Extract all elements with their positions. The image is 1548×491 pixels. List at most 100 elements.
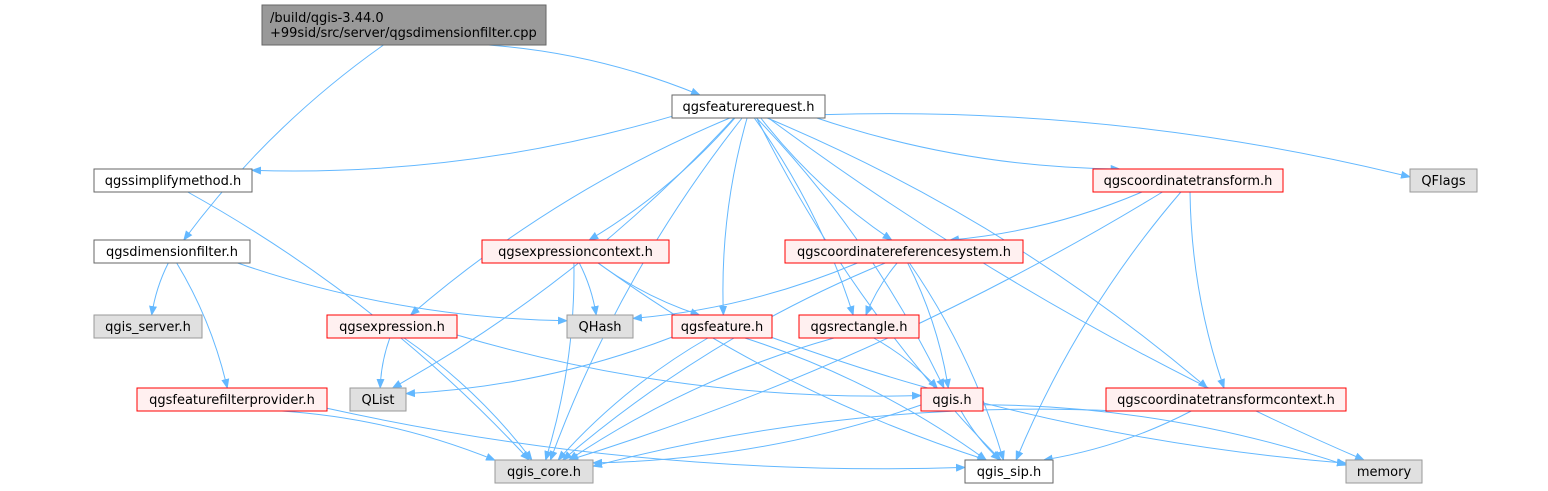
node-box [349, 387, 407, 412]
edge-expression-to-qlist [376, 337, 391, 389]
node-simplifymethod[interactable]: qgssimplifymethod.h [93, 168, 253, 193]
node-dimensionfilter[interactable]: qgsdimensionfilter.h [93, 239, 251, 264]
edge-qgis-to-qgis_core [592, 404, 922, 467]
node-label: qgscoordinatetransformcontext.h [1117, 393, 1335, 408]
node-feature[interactable]: qgsfeature.h [671, 314, 773, 339]
node-qflags[interactable]: QFlags [1409, 168, 1478, 193]
edge-crs-to-qhash [632, 262, 858, 322]
node-memory[interactable]: memory [1345, 459, 1423, 484]
edge-coordtransformcontext-to-qgis_sip [1042, 410, 1192, 463]
node-label: /build/qgis-3.44.0 [270, 11, 384, 26]
node-label: qgsdimensionfilter.h [106, 245, 238, 260]
node-label: qgsexpressioncontext.h [498, 245, 653, 260]
edge-dimensionfilter-to-qgis_server [149, 262, 169, 316]
edge-featurerequest-to-exprcontext [588, 117, 736, 241]
node-box [1345, 459, 1423, 484]
node-layer: /build/qgis-3.44.0+99sid/src/server/qgsd… [93, 4, 1478, 484]
edge-feature-to-memory [771, 337, 1347, 467]
node-box [1092, 168, 1284, 193]
edge-featurefilterprovider-to-qgis_core [281, 410, 496, 461]
node-qgis_core[interactable]: qgis_core.h [494, 459, 594, 484]
node-box [481, 239, 670, 264]
edge-coordtransform-to-coordtransformcontext [1189, 191, 1225, 389]
edge-feature-to-qgis_core [557, 337, 709, 461]
edge-qgis-to-memory [982, 404, 1347, 467]
edge-dimensionfilter-to-featurefilterprovider [176, 262, 230, 389]
node-box [566, 314, 634, 339]
node-label: qgsfeaturefilterprovider.h [149, 393, 315, 408]
node-root[interactable]: /build/qgis-3.44.0+99sid/src/server/qgsd… [261, 4, 547, 46]
edge-crs-to-rectangle [865, 262, 898, 316]
edge-featurefilterprovider-to-qgis_sip [326, 407, 966, 472]
node-label: QFlags [1421, 174, 1466, 189]
node-label: QHash [579, 320, 622, 335]
node-label: qgsrectangle.h [810, 320, 907, 335]
node-label: QList [362, 393, 395, 408]
node-label: qgscoordinatereferencesystem.h [797, 245, 1011, 260]
edge-crs-to-qgis [907, 262, 951, 389]
node-box [1409, 168, 1478, 193]
node-label: qgscoordinatetransform.h [1104, 174, 1273, 189]
node-box [326, 314, 458, 339]
edge-exprcontext-to-qgis_core [544, 262, 575, 461]
edge-coordtransform-to-qgis_sip [1015, 191, 1182, 461]
node-box [784, 239, 1024, 264]
node-label: qgsfeature.h [681, 320, 764, 335]
edge-crs-to-qgis_core [562, 262, 886, 461]
node-label: qgis_sip.h [977, 465, 1041, 480]
node-label: qgsfeaturerequest.h [683, 100, 815, 115]
edge-crs-to-qgis_sip [909, 262, 1005, 461]
node-box [93, 168, 253, 193]
edge-coordtransform-to-qgis_core [568, 191, 1163, 462]
node-box [1105, 387, 1347, 412]
node-featurerequest[interactable]: qgsfeaturerequest.h [671, 94, 826, 119]
node-box [964, 459, 1054, 484]
node-qgis_sip[interactable]: qgis_sip.h [964, 459, 1054, 484]
node-exprcontext[interactable]: qgsexpressioncontext.h [481, 239, 670, 264]
node-box [920, 387, 984, 412]
node-label: qgis_server.h [105, 320, 191, 335]
node-box [93, 239, 251, 264]
node-box [494, 459, 594, 484]
node-box [671, 314, 773, 339]
node-label: +99sid/src/server/qgsdimensionfilter.cpp [270, 26, 537, 41]
node-label: qgis_core.h [507, 465, 581, 480]
node-box [671, 94, 826, 119]
edge-feature-to-qgis_sip [744, 337, 988, 461]
edge-simplifymethod-to-qgis_core [187, 191, 530, 461]
node-qlist[interactable]: QList [349, 387, 407, 412]
edge-rectangle-to-qgis_core [568, 337, 835, 461]
edge-qgis-to-qgis_sip [960, 410, 1001, 461]
edge-root-to-dimensionfilter [183, 44, 384, 241]
edge-feature-to-qlist [405, 336, 673, 398]
node-label: qgis.h [932, 393, 971, 408]
edge-rectangle-to-qgis [873, 337, 938, 389]
node-qgis_server[interactable]: qgis_server.h [93, 314, 203, 339]
node-label: memory [1357, 465, 1412, 480]
node-coordtransform[interactable]: qgscoordinatetransform.h [1092, 168, 1284, 193]
edge-dimensionfilter-to-qhash [237, 262, 568, 325]
node-box [261, 4, 547, 46]
node-box [798, 314, 920, 339]
edge-root-to-featurerequest [488, 44, 701, 96]
edge-featurerequest-to-qflags [824, 113, 1411, 179]
edge-exprcontext-to-qhash [578, 262, 599, 316]
edge-featurerequest-to-rectangle [753, 117, 855, 316]
node-crs[interactable]: qgscoordinatereferencesystem.h [784, 239, 1024, 264]
edge-expression-to-qgis [456, 334, 922, 400]
node-box [136, 387, 328, 412]
node-coordtransformcontext[interactable]: qgscoordinatetransformcontext.h [1105, 387, 1347, 412]
edge-coordtransform-to-crs [949, 191, 1143, 244]
node-rectangle[interactable]: qgsrectangle.h [798, 314, 920, 339]
edge-featurerequest-to-expression [409, 117, 731, 316]
edge-coordtransformcontext-to-qgis_core [592, 408, 1118, 468]
edge-layer [149, 44, 1411, 472]
node-featurefilterprovider[interactable]: qgsfeaturefilterprovider.h [136, 387, 328, 412]
node-qgis[interactable]: qgis.h [920, 387, 984, 412]
edge-featurerequest-to-crs [760, 117, 893, 241]
edge-featurerequest-to-qgis_sip [756, 117, 1002, 461]
node-expression[interactable]: qgsexpression.h [326, 314, 458, 339]
edge-featurerequest-to-coordtransform [816, 117, 1121, 173]
node-qhash[interactable]: QHash [566, 314, 634, 339]
